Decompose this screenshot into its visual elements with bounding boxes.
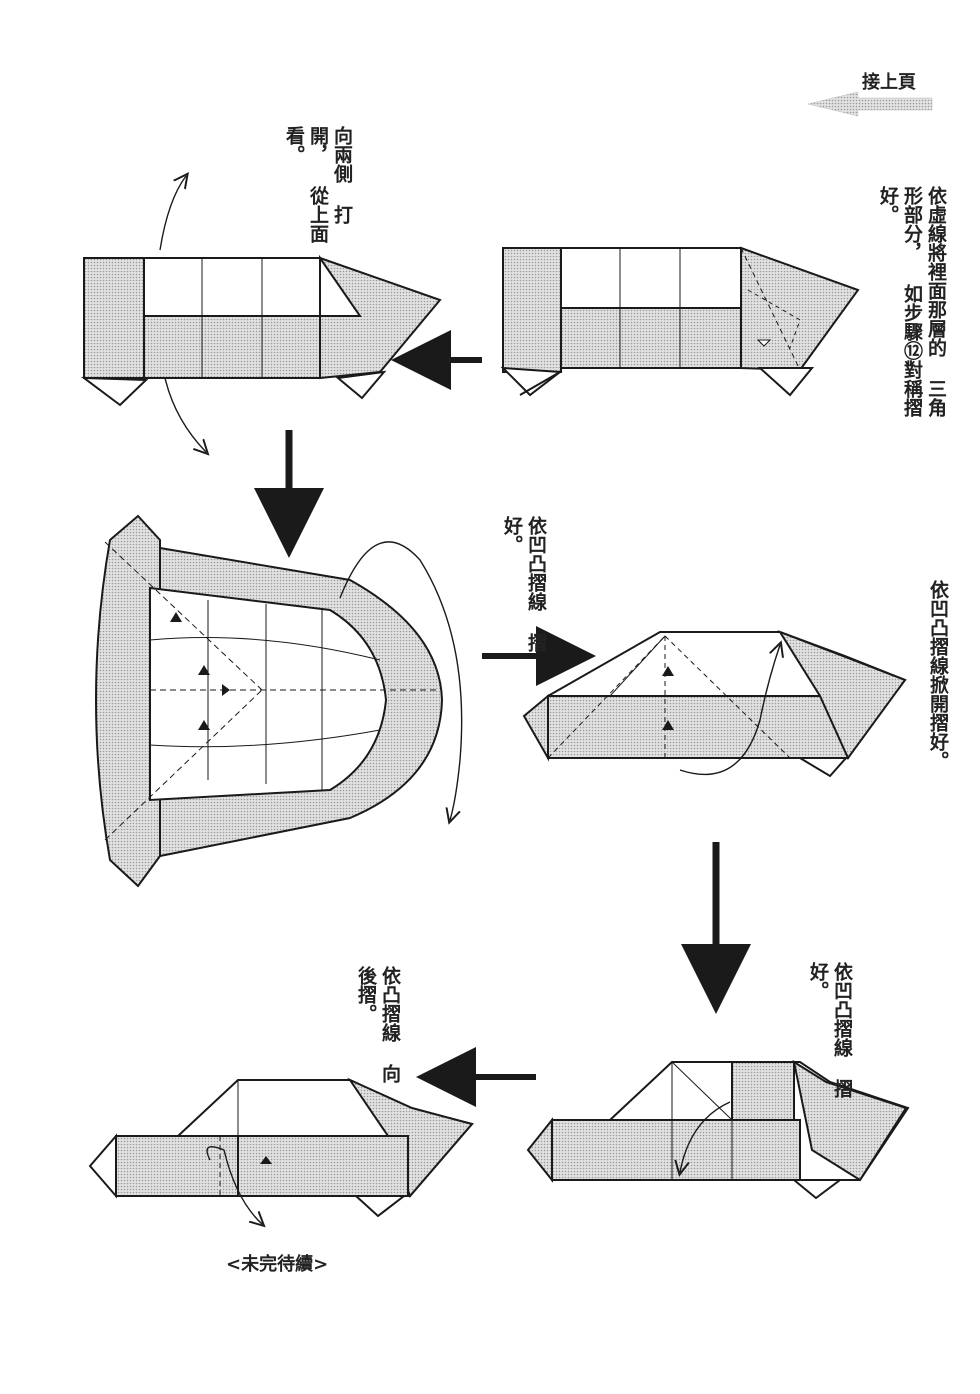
- step-19-caption: 依凹凸摺線 摺好。: [500, 516, 548, 656]
- step-21-caption: 依凹凸摺線 摺好。: [806, 962, 854, 1102]
- step-18-caption: 向兩側 打開， 從上面看。: [282, 126, 354, 256]
- continue-arrow: [807, 91, 933, 117]
- step-22-model: [88, 1077, 474, 1224]
- step-17-line-3: 如步驟⑫對稱摺好。: [877, 186, 923, 417]
- step-18-model: [80, 176, 442, 452]
- step-20-model: [522, 630, 907, 778]
- step-22-caption: 依凸摺線 向後摺。: [354, 966, 402, 1096]
- step-18-line-3: 從上面看。: [283, 126, 329, 243]
- step-18-line-1: 向兩側: [331, 126, 353, 183]
- step-19-line-1: 依凹凸摺線: [525, 516, 547, 611]
- step-18-line-2: 打開，: [307, 126, 353, 224]
- step-19-model: [95, 514, 463, 888]
- step-17-line-2: 三角形部分，: [901, 186, 947, 417]
- step-22-line-2: 向後摺。: [355, 966, 401, 1083]
- step-20-line-1: 依凹凸摺線掀開摺好。: [927, 580, 949, 770]
- continued-label: 接上頁: [862, 72, 916, 93]
- step-19-line-2: 摺好。: [501, 516, 547, 652]
- step-22-line-1: 依凸摺線: [379, 966, 401, 1042]
- step-17-model: [500, 246, 860, 397]
- step-17-caption: 依虛線將裡面那層的 三角形部分， 如步驟⑫對稱摺好。: [876, 186, 948, 426]
- step-17-line-1: 依虛線將裡面那層的: [925, 186, 947, 357]
- step-21-model: [526, 1059, 910, 1200]
- to-be-continued: <未完待續>: [226, 1254, 329, 1275]
- step-21-line-1: 依凹凸摺線: [831, 962, 853, 1057]
- step-21-line-2: 摺好。: [807, 962, 853, 1098]
- step-20-caption: 依凹凸摺線掀開摺好。: [926, 580, 950, 810]
